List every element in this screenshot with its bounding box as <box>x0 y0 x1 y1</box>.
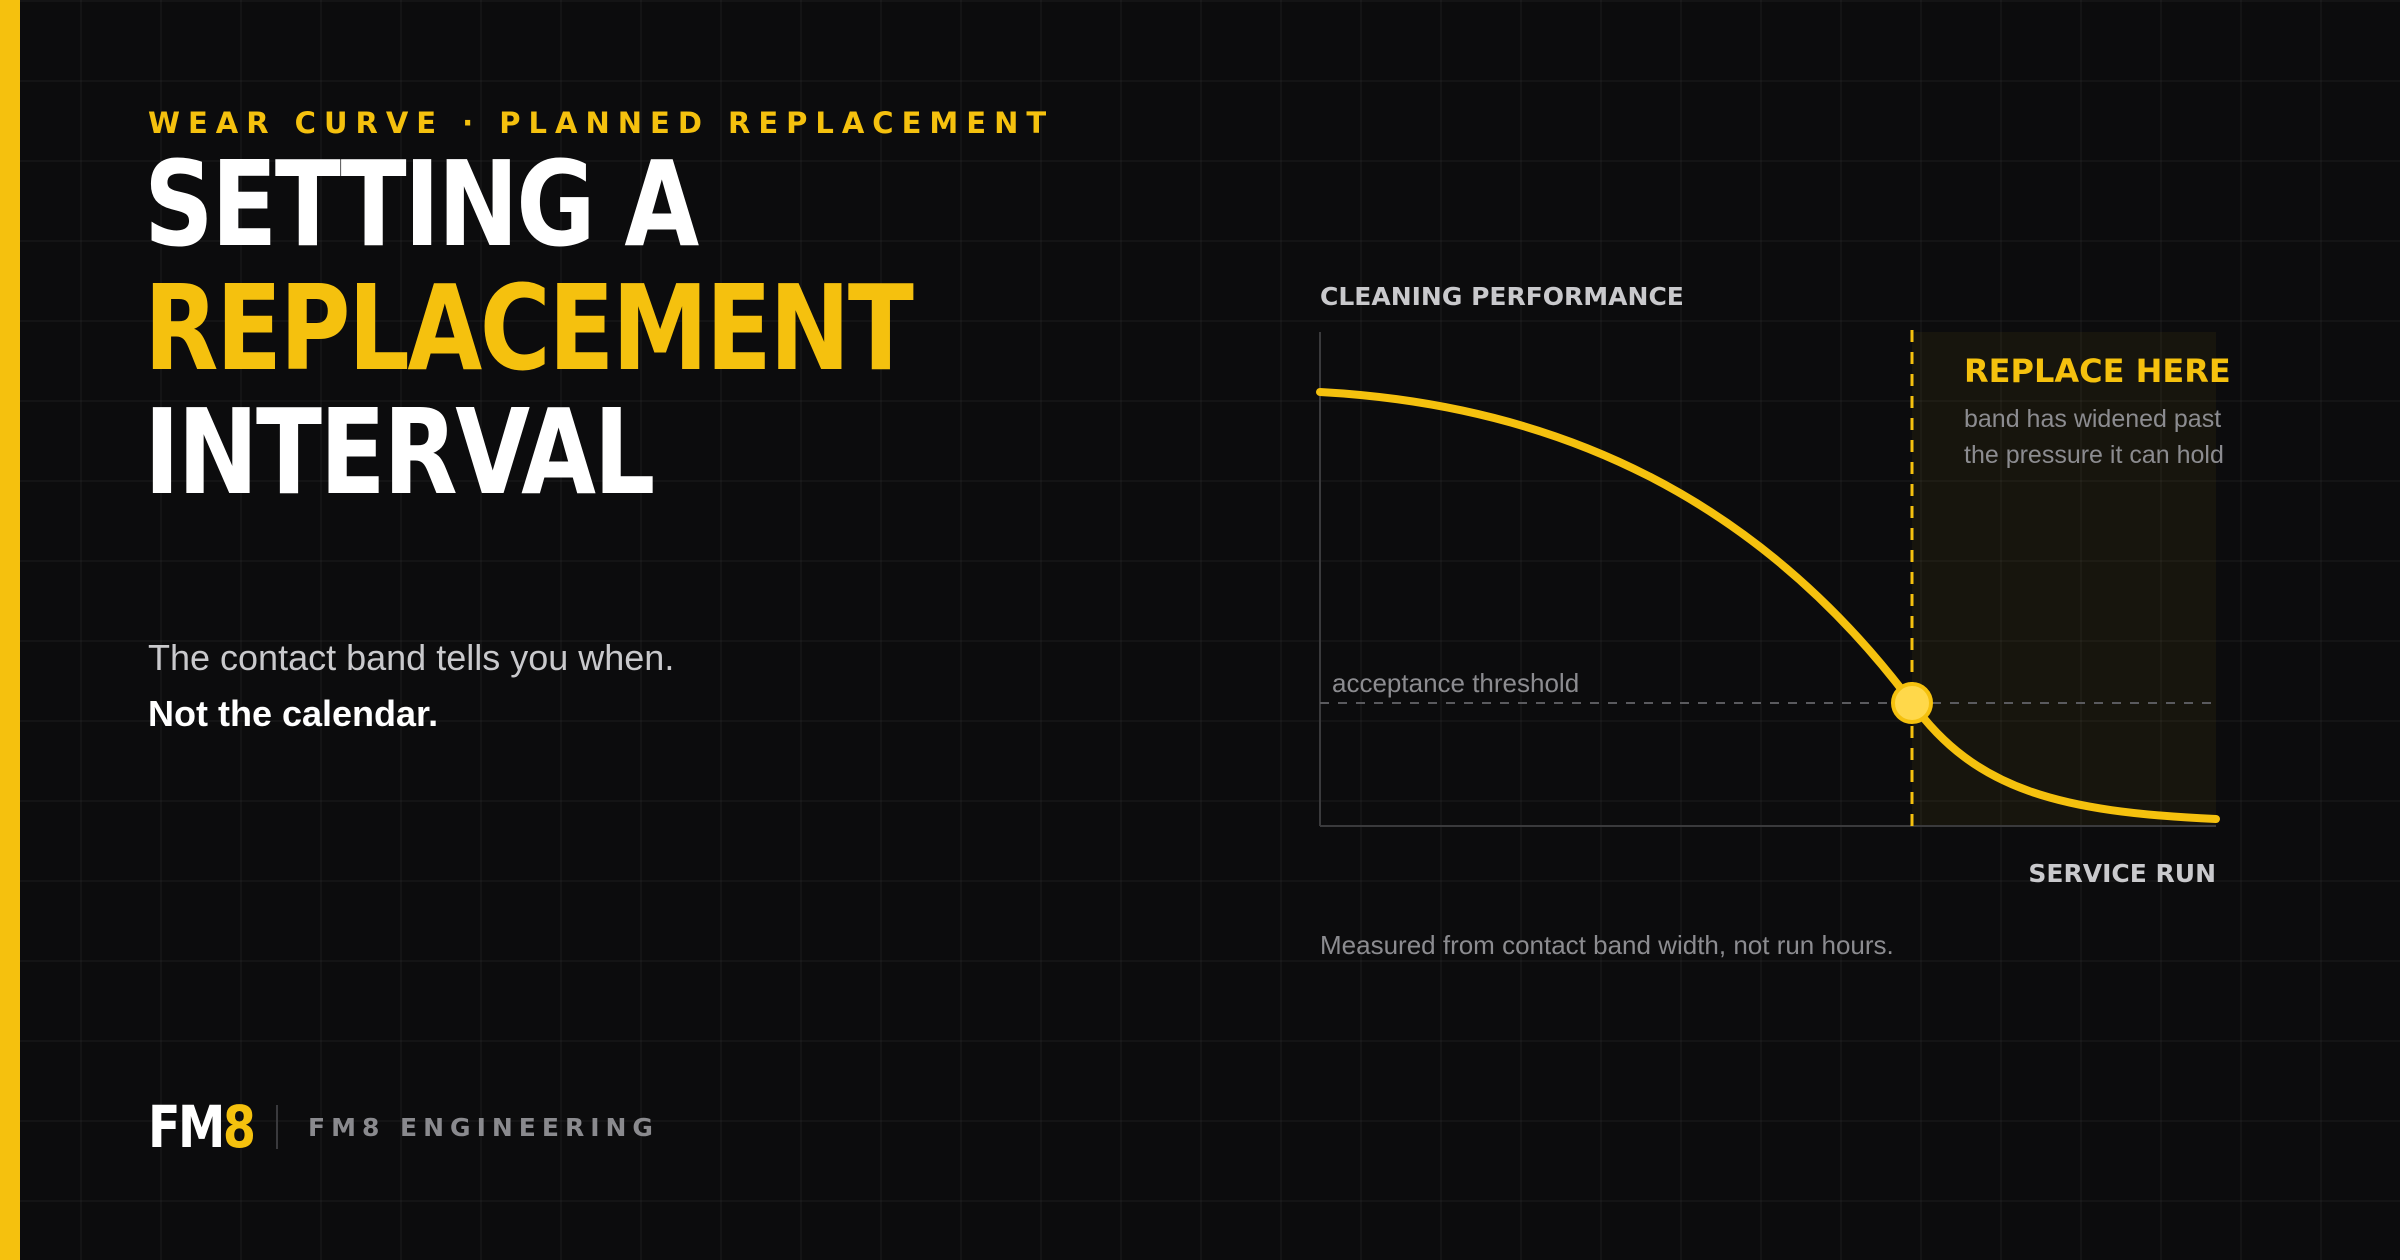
title-line-1: SETTING A <box>144 135 699 273</box>
threshold-label: acceptance threshold <box>1332 668 1579 698</box>
crossing-point <box>1891 682 1933 724</box>
brand-footer: FM8 FM8 ENGINEERING <box>148 1092 659 1162</box>
lede-line-1: The contact band tells you when. <box>148 637 675 678</box>
title-line-3: INTERVAL <box>144 383 655 521</box>
page-title: SETTING A REPLACEMENT INTERVAL <box>144 135 914 521</box>
kicker: WEAR CURVE · PLANNED REPLACEMENT <box>148 106 1055 140</box>
callout-line-1: band has widened past <box>1964 405 2221 433</box>
logo-letters: FM <box>148 1093 225 1161</box>
accent-bar <box>0 0 20 1260</box>
x-axis-label: SERVICE RUN <box>2028 859 2216 888</box>
callout-title: REPLACE HERE <box>1964 352 2231 390</box>
brand-name: FM8 ENGINEERING <box>308 1112 659 1142</box>
wear-curve <box>1316 388 2220 823</box>
replace-zone <box>1912 332 2216 826</box>
chart-caption: Measured from contact band width, not ru… <box>1320 930 1894 960</box>
brand-logo: FM8 <box>148 1093 256 1161</box>
lede: The contact band tells you when. Not the… <box>148 630 674 742</box>
brand-divider <box>276 1105 278 1149</box>
y-axis-label: CLEANING PERFORMANCE <box>1320 282 1684 311</box>
callout-line-2: the pressure it can hold <box>1964 441 2224 469</box>
lede-line-2: Not the calendar. <box>148 693 439 734</box>
logo-number: 8 <box>222 1093 256 1161</box>
title-line-2: REPLACEMENT <box>144 259 914 397</box>
